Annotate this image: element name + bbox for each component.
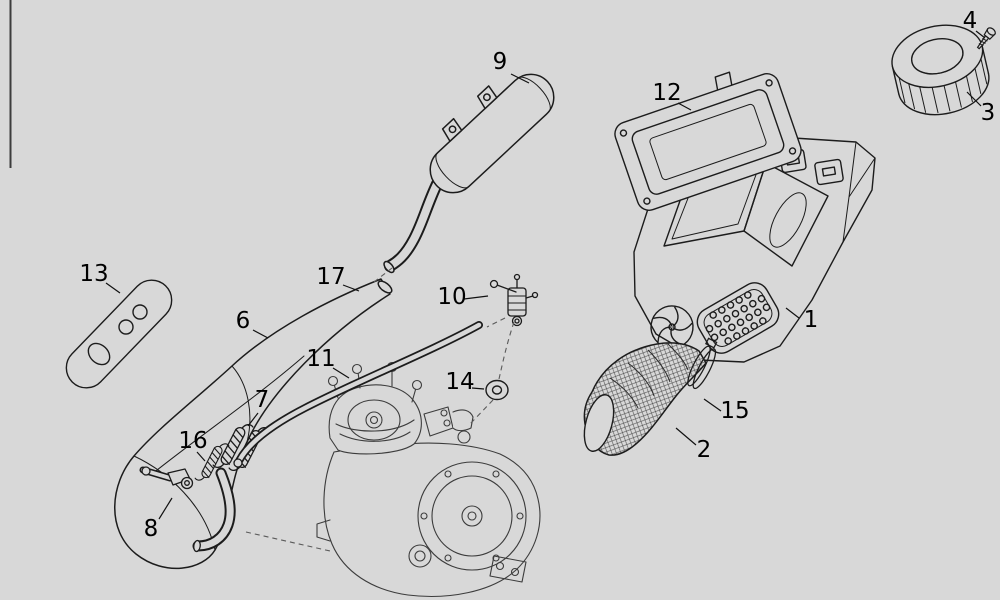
- callout-14: 14: [445, 369, 474, 395]
- leader-3: [966, 91, 982, 107]
- stinger-pipe-drawing: [192, 467, 236, 553]
- leader-lines: [105, 30, 986, 520]
- callout-13: 13: [79, 261, 108, 287]
- oil-line-drawing: [233, 321, 483, 468]
- leader-9: [510, 73, 530, 84]
- assembly-alignment-lines: [245, 267, 515, 552]
- leader-8: [158, 497, 173, 520]
- callout-1: 1: [804, 307, 819, 333]
- silencer-drawing: [383, 73, 555, 274]
- leader-2: [675, 427, 697, 446]
- intake-bellows-drawing: [583, 337, 718, 456]
- clamp-drawing: [687, 337, 718, 390]
- callout-7: 7: [255, 387, 270, 413]
- perforated-panel: [696, 282, 780, 354]
- leader-7: [247, 412, 259, 427]
- leader-14: [471, 387, 485, 390]
- expansion-chamber-drawing: [114, 278, 393, 570]
- valve-drawing: [489, 273, 539, 327]
- callout-8: 8: [144, 516, 159, 542]
- leader-4: [975, 30, 986, 39]
- gasket-plate-drawing: [65, 279, 173, 389]
- callout-10: 10: [437, 284, 466, 310]
- callout-12: 12: [652, 80, 681, 106]
- leader-15: [703, 398, 722, 412]
- callout-16: 16: [178, 428, 207, 454]
- callout-9: 9: [493, 49, 508, 75]
- callout-labels: 1 2 3 4 6 7 8 9 10 11 12 13 14 15 16 17: [79, 8, 995, 542]
- callout-11: 11: [306, 346, 335, 372]
- leader-6: [252, 329, 269, 339]
- leader-11: [332, 367, 350, 379]
- callout-3: 3: [981, 100, 996, 126]
- leader-10: [463, 295, 489, 300]
- mount-bracket-drawing: [139, 466, 194, 490]
- callout-6: 6: [236, 308, 251, 334]
- leader-16: [196, 451, 206, 462]
- leader-13: [105, 282, 121, 294]
- leader-17: [342, 284, 360, 292]
- callout-2: 2: [697, 437, 712, 463]
- screw-drawing: [976, 27, 996, 50]
- engine-drawing: [316, 361, 541, 597]
- washer-drawing: [485, 379, 509, 401]
- callout-4: 4: [963, 8, 978, 34]
- leader-1: [785, 307, 800, 319]
- callout-15: 15: [720, 398, 749, 424]
- callout-17: 17: [316, 264, 345, 290]
- leader-12: [677, 102, 692, 111]
- airbox-lid-drawing: [614, 71, 802, 211]
